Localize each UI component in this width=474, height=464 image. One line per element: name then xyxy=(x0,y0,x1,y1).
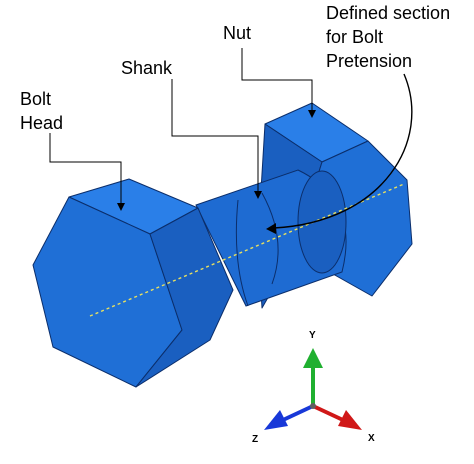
z-axis-arrowhead xyxy=(264,410,288,430)
bolt-centerline xyxy=(89,183,405,317)
shank-label-text: Shank xyxy=(121,58,173,78)
y-axis-arrowhead xyxy=(303,348,323,368)
x-axis-label: X xyxy=(368,433,375,444)
shank-shoulder-edge xyxy=(235,199,249,307)
bolt-head-side-face xyxy=(135,207,234,388)
z-axis-label: Z xyxy=(252,434,259,445)
z-axis-shaft xyxy=(282,404,314,422)
shank-body xyxy=(195,169,347,307)
nut-label-text: Nut xyxy=(223,23,252,43)
coordinate-triad xyxy=(264,348,362,430)
y-axis-label: Y xyxy=(309,330,316,341)
bolt-head-label-line2: Head xyxy=(20,113,64,133)
x-axis-arrowhead xyxy=(338,410,362,430)
leader-shank xyxy=(171,79,259,195)
leader-bolt-head xyxy=(49,133,122,206)
defined-section-label: Defined section for Bolt Pretension xyxy=(326,1,450,73)
shank-label: Shank xyxy=(121,56,172,80)
nut-label: Nut xyxy=(223,21,251,45)
triad-origin xyxy=(310,403,316,409)
pretension-section-edge xyxy=(261,192,279,285)
arrowhead-shank xyxy=(254,191,262,199)
bolt-head-label: Bolt Head xyxy=(20,87,63,135)
arrowhead-nut xyxy=(308,110,316,118)
leader-arrowheads xyxy=(117,110,316,211)
shank-end-face xyxy=(297,170,347,274)
bolt-head-body xyxy=(32,178,234,388)
arrowhead-defined-section xyxy=(266,223,276,234)
leader-nut xyxy=(241,48,313,112)
bolt-head-label-line1: Bolt xyxy=(20,89,52,109)
leader-defined-section xyxy=(273,73,413,229)
defined-section-label-line2: for Bolt xyxy=(326,27,384,47)
defined-section-label-line1: Defined section xyxy=(326,3,451,23)
arrowhead-bolt-head xyxy=(117,203,125,211)
x-axis-shaft xyxy=(312,404,344,422)
leader-lines xyxy=(49,48,313,206)
defined-section-label-line3: Pretension xyxy=(326,51,413,71)
